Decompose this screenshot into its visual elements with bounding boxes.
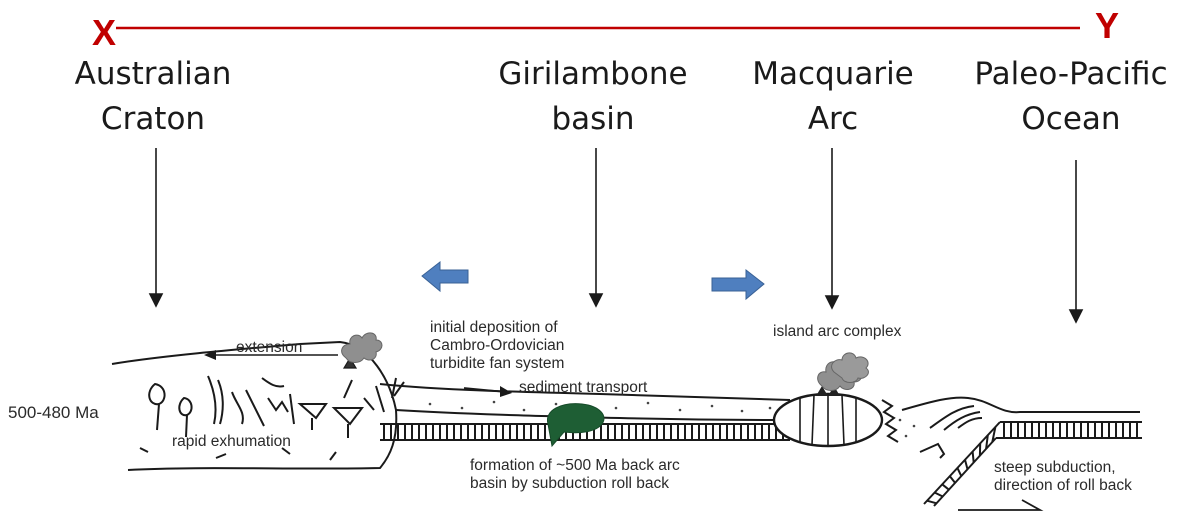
region-label-girilambone-basin: Girilambone basin: [498, 56, 687, 137]
svg-text:Australian: Australian: [75, 56, 232, 92]
svg-text:Macquarie: Macquarie: [752, 56, 914, 92]
annotation-sediment-transport: sediment transport: [519, 379, 648, 396]
svg-text:Craton: Craton: [101, 101, 205, 137]
svg-text:steep subduction,: steep subduction,: [994, 459, 1116, 476]
pointer-arrow-craton: [150, 148, 162, 306]
svg-text:turbidite fan system: turbidite fan system: [430, 355, 564, 372]
svg-text:basin by subduction roll back: basin by subduction roll back: [470, 475, 669, 492]
section-label-y: Y: [1095, 5, 1119, 46]
svg-text:basin: basin: [551, 101, 634, 137]
pointer-arrow-arc: [826, 148, 838, 308]
annotation-initial-deposition: initial deposition of Cambro-Ordovician …: [430, 319, 564, 372]
region-label-australian-craton: Australian Craton: [75, 56, 232, 137]
craton-volcano-plume: [342, 333, 382, 368]
spreading-arrow-right: [712, 270, 764, 299]
svg-text:direction of roll back: direction of roll back: [994, 477, 1132, 494]
annotation-exhumation: rapid exhumation: [172, 433, 291, 450]
svg-text:formation of ~500 Ma back arc: formation of ~500 Ma back arc: [470, 457, 680, 474]
roll-back-arrow: [958, 500, 1040, 510]
svg-text:Girilambone: Girilambone: [498, 56, 687, 92]
annotation-back-arc: formation of ~500 Ma back arc basin by s…: [470, 457, 680, 492]
annotation-island-arc: island arc complex: [773, 323, 902, 340]
annotation-age: 500-480 Ma: [8, 403, 99, 422]
svg-text:initial deposition of: initial deposition of: [430, 319, 558, 336]
annotation-extension: extension: [236, 339, 302, 356]
trench-accretionary-wedge: [902, 398, 1140, 458]
pointer-arrow-ocean: [1070, 160, 1082, 322]
region-label-macquarie-arc: Macquarie Arc: [752, 56, 914, 137]
svg-text:Arc: Arc: [808, 101, 858, 137]
svg-text:Paleo-Pacific: Paleo-Pacific: [974, 56, 1167, 92]
trench-dots: [899, 419, 916, 438]
island-arc-complex: [774, 353, 882, 446]
annotation-subduction: steep subduction, direction of roll back: [994, 459, 1132, 494]
section-label-x: X: [92, 12, 116, 53]
svg-text:Ocean: Ocean: [1021, 101, 1120, 137]
svg-text:Cambro-Ordovician: Cambro-Ordovician: [430, 337, 564, 354]
spreading-arrow-left: [422, 262, 468, 291]
fault-zigzag: [882, 400, 898, 442]
pointer-arrow-basin: [590, 148, 602, 306]
region-label-paleo-pacific-ocean: Paleo-Pacific Ocean: [974, 56, 1167, 137]
